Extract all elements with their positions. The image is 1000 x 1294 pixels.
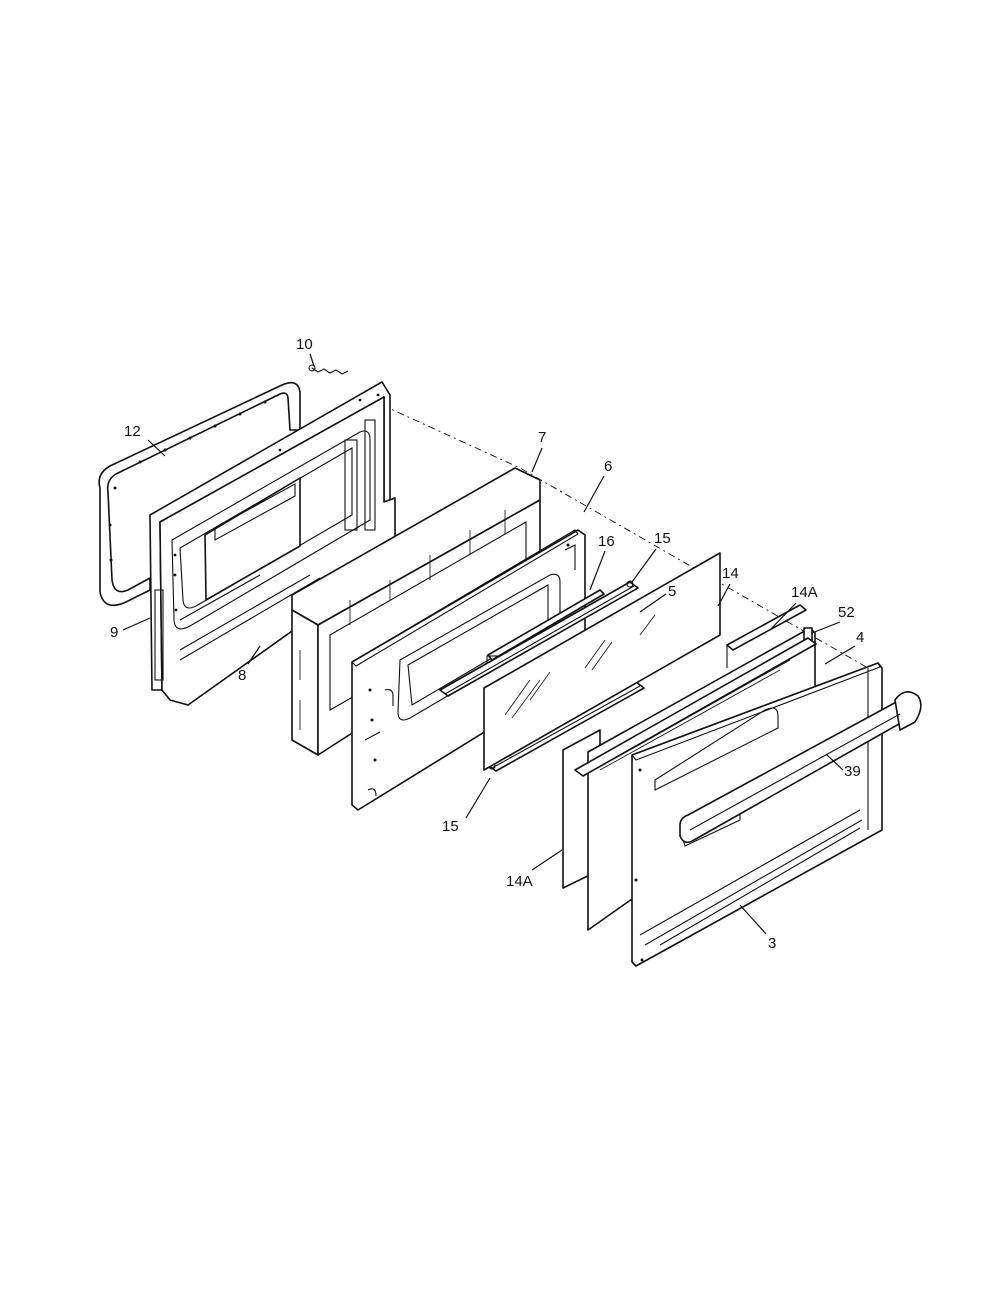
part-4-trim [574, 637, 817, 777]
callout-8: 8 [238, 645, 261, 684]
callout-6: 6 [583, 458, 612, 513]
callout-15-bottom: 15 [442, 777, 491, 835]
svg-text:16: 16 [598, 533, 615, 550]
assembly-axis [381, 404, 869, 669]
svg-text:15: 15 [442, 818, 459, 835]
callout-9: 9 [110, 617, 151, 641]
callout-14a-top: 14A [769, 584, 818, 631]
callout-16: 16 [589, 533, 615, 591]
svg-text:52: 52 [838, 604, 855, 621]
part-12-door-gasket [98, 381, 301, 607]
part-39-door-handle [679, 691, 922, 844]
part-3-outer-door [631, 662, 883, 967]
callout-52: 52 [811, 604, 855, 634]
callout-14: 14 [717, 565, 739, 607]
svg-text:15: 15 [654, 530, 671, 547]
svg-text:14: 14 [722, 565, 739, 582]
callout-15-top: 15 [631, 530, 671, 583]
callout-5: 5 [639, 583, 676, 613]
callout-3: 3 [739, 904, 776, 952]
part-5-glass-panel [483, 552, 721, 771]
svg-text:10: 10 [296, 336, 313, 353]
svg-text:7: 7 [538, 429, 546, 446]
part-9-door-liner [149, 381, 396, 706]
callout-14a-bottom: 14A [506, 849, 563, 890]
callout-4: 4 [824, 629, 864, 665]
part-10-screw [308, 364, 349, 375]
svg-text:9: 9 [110, 624, 118, 641]
svg-text:3: 3 [768, 935, 776, 952]
svg-text:14A: 14A [791, 584, 818, 601]
part-15-glass-channel-top [439, 580, 639, 697]
callout-7: 7 [531, 429, 546, 473]
svg-text:5: 5 [668, 583, 676, 600]
svg-text:12: 12 [124, 423, 141, 440]
part-14a-spacer-top [726, 604, 807, 668]
callout-10: 10 [296, 336, 315, 367]
svg-text:14A: 14A [506, 873, 533, 890]
svg-text:39: 39 [844, 763, 861, 780]
callout-39: 39 [825, 753, 861, 780]
svg-text:8: 8 [238, 667, 246, 684]
svg-text:4: 4 [856, 629, 864, 646]
callout-12: 12 [124, 423, 166, 457]
svg-text:6: 6 [604, 458, 612, 475]
